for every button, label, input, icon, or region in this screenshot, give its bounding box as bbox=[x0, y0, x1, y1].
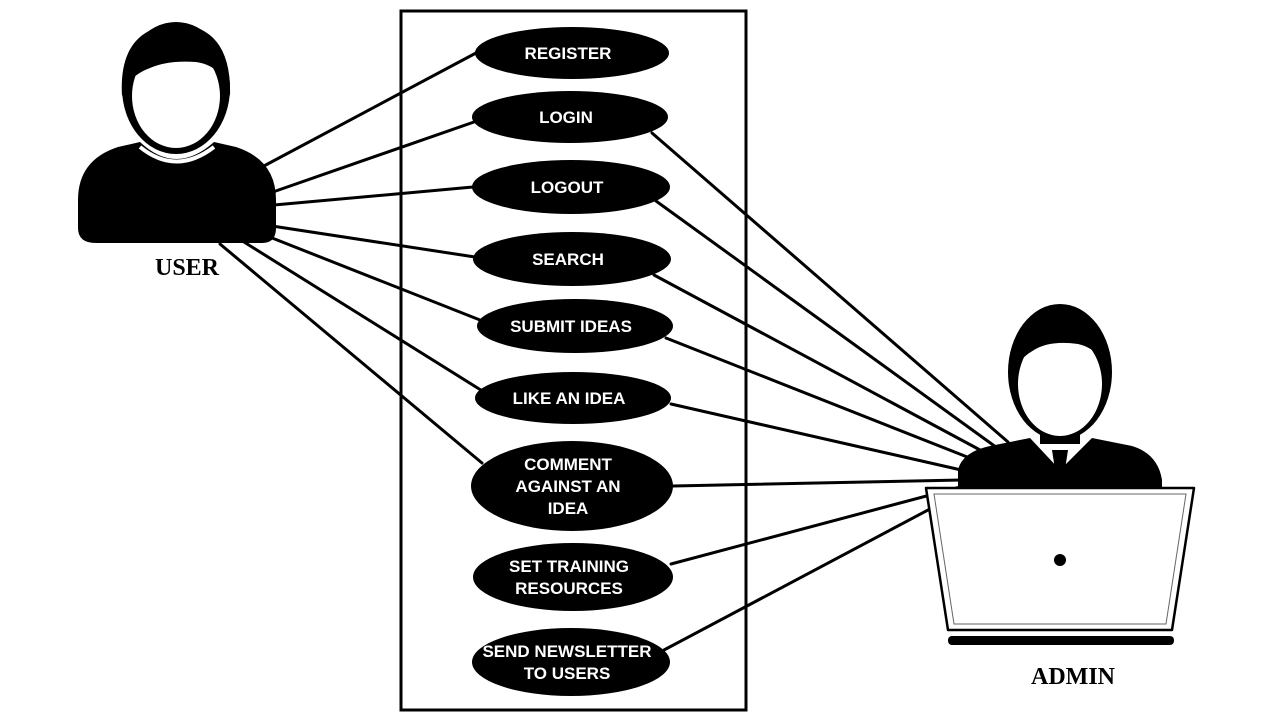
admin-with-laptop-icon bbox=[924, 304, 1196, 645]
use-case-ellipse bbox=[471, 441, 673, 531]
association-user-submit-ideas bbox=[260, 232, 482, 322]
use-case-label: LOGIN bbox=[539, 108, 593, 127]
association-user-logout bbox=[272, 185, 475, 207]
use-case-label: SET TRAINING bbox=[509, 557, 629, 576]
use-case-ellipse bbox=[472, 628, 670, 696]
use-case-label: COMMENT bbox=[524, 455, 612, 474]
association-admin-send-newsletter-to-users bbox=[662, 490, 964, 652]
association-admin-submit-ideas bbox=[664, 336, 987, 466]
association-user-comment-against-an-idea bbox=[218, 242, 484, 465]
association-admin-like-an-idea bbox=[669, 402, 972, 474]
use-case-label: SEND NEWSLETTER bbox=[482, 642, 651, 661]
use-case-register: REGISTER bbox=[475, 27, 669, 79]
use-case-ellipse bbox=[473, 543, 673, 611]
association-user-login bbox=[268, 120, 476, 195]
use-case-label: RESOURCES bbox=[515, 579, 623, 598]
use-case-label: IDEA bbox=[548, 499, 589, 518]
use-case-label: AGAINST AN bbox=[515, 477, 620, 496]
use-case-label: SUBMIT IDEAS bbox=[510, 317, 632, 336]
use-case-label: REGISTER bbox=[525, 44, 612, 63]
use-case-login: LOGIN bbox=[472, 91, 668, 143]
use-case-ellipse bbox=[477, 299, 673, 353]
use-case-search: SEARCH bbox=[473, 232, 671, 286]
user-person-icon bbox=[78, 22, 276, 243]
association-lines bbox=[218, 51, 1010, 652]
user-label: USER bbox=[155, 255, 220, 281]
use-case-ellipse bbox=[472, 160, 670, 214]
use-case-ellipse bbox=[475, 372, 671, 424]
association-admin-logout bbox=[654, 199, 1002, 452]
association-user-register bbox=[260, 51, 478, 169]
user-actor: USER bbox=[78, 22, 276, 281]
association-admin-comment-against-an-idea bbox=[671, 478, 964, 488]
use-case-ellipse bbox=[473, 232, 671, 286]
use-case-ellipse bbox=[472, 91, 668, 143]
use-case-label: LOGOUT bbox=[531, 178, 604, 197]
association-admin-search bbox=[652, 273, 997, 460]
use-case-label: TO USERS bbox=[524, 664, 611, 683]
association-user-search bbox=[270, 224, 477, 259]
use-case-group: REGISTER LOGIN LOGOUT SEARCH SUBMIT IDEAS LIK… bbox=[471, 27, 673, 696]
system-boundary bbox=[399, 9, 748, 712]
association-admin-login bbox=[650, 131, 1010, 444]
admin-actor: ADMIN bbox=[924, 304, 1196, 690]
use-case-set-training-resources: SET TRAINING RESOURCES bbox=[473, 543, 673, 611]
use-case-send-newsletter-to-users: SEND NEWSLETTER TO USERS bbox=[472, 628, 670, 696]
use-case-logout: LOGOUT bbox=[472, 160, 670, 214]
use-case-comment-against-an-idea: COMMENT AGAINST AN IDEA bbox=[471, 441, 673, 531]
association-user-like-an-idea bbox=[242, 240, 486, 394]
association-admin-set-training-resources bbox=[669, 484, 966, 566]
use-case-submit-ideas: SUBMIT IDEAS bbox=[477, 299, 673, 353]
use-case-like-an-idea: LIKE AN IDEA bbox=[475, 372, 671, 424]
use-case-ellipse bbox=[475, 27, 669, 79]
admin-label: ADMIN bbox=[1031, 664, 1116, 690]
use-case-label: LIKE AN IDEA bbox=[513, 389, 626, 408]
use-case-label: SEARCH bbox=[532, 250, 604, 269]
